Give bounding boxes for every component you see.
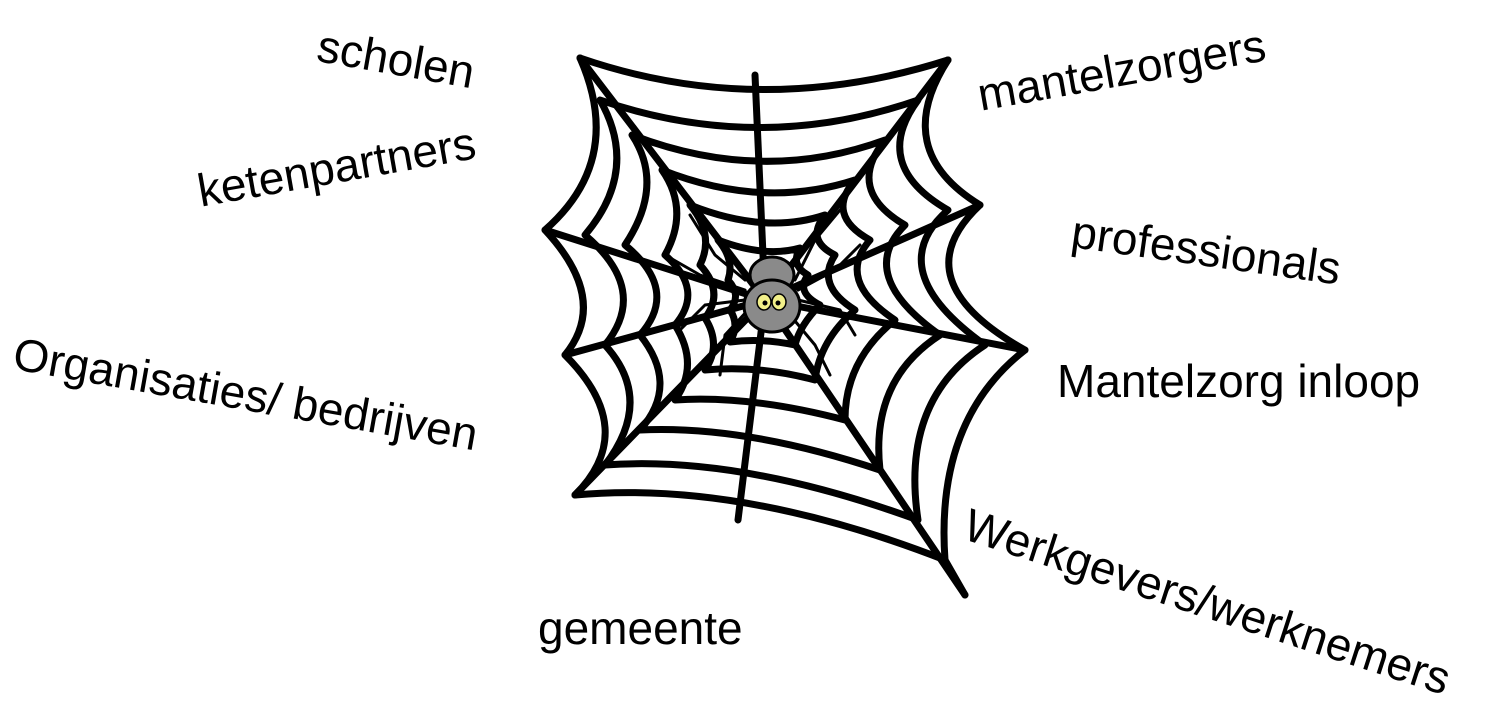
network-diagram: scholen mantelzorgers ketenpartners prof… <box>0 0 1485 650</box>
label-gemeente: gemeente <box>538 605 743 651</box>
spider-web-icon <box>0 0 1485 650</box>
label-mantelzorg-inloop: Mantelzorg inloop <box>1057 358 1420 404</box>
